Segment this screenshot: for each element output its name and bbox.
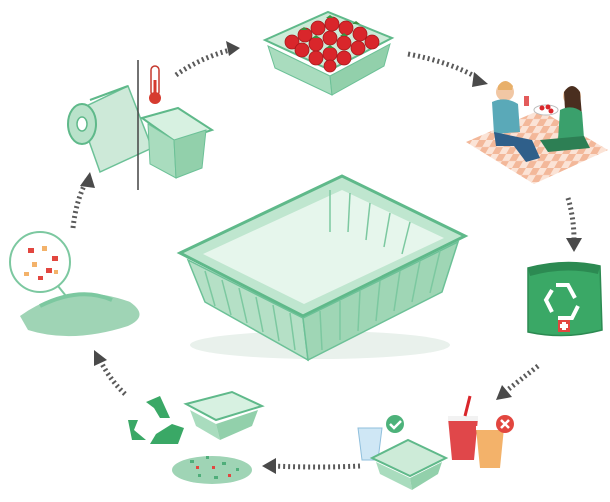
- recycle-bag-stage: [527, 261, 603, 337]
- arrow-head-1: [226, 41, 240, 56]
- arrow-heads: [80, 41, 582, 474]
- thermometer-icon: [149, 65, 161, 104]
- sorting-stage: [357, 395, 514, 490]
- arrow-head-3: [566, 238, 582, 252]
- check-icon: [386, 415, 404, 433]
- recycle-bag-icon: [543, 283, 580, 320]
- arrow-bag-to-sorting: [503, 364, 540, 394]
- thermoforming-stage: [67, 60, 215, 190]
- arrow-thermo-to-strawberries: [174, 47, 231, 78]
- flakes-stage: [9, 231, 140, 337]
- arrow-strawberries-to-picnic: [407, 51, 480, 81]
- strawberry-icon: [284, 16, 380, 73]
- arrow-flakes-to-thermo: [70, 178, 90, 229]
- arrow-picnic-to-bag: [565, 197, 577, 241]
- arrow-head-6: [94, 350, 107, 366]
- arrow-head-2: [472, 72, 488, 87]
- arrow-head-4: [496, 385, 512, 400]
- flakes-icon: [24, 246, 58, 280]
- arrow-head-7: [80, 172, 95, 188]
- shredding-stage: [128, 390, 265, 484]
- arrow-shredding-to-flakes: [97, 358, 127, 396]
- center-tray: [176, 174, 469, 362]
- arrow-sorting-to-shredding: [271, 463, 361, 470]
- strawberry-tray-stage: [262, 10, 395, 96]
- arrow-head-5: [262, 458, 276, 474]
- flakes-pile: [172, 456, 252, 484]
- picnic-stage: [466, 81, 608, 184]
- recycle-arrows-icon: [128, 396, 184, 444]
